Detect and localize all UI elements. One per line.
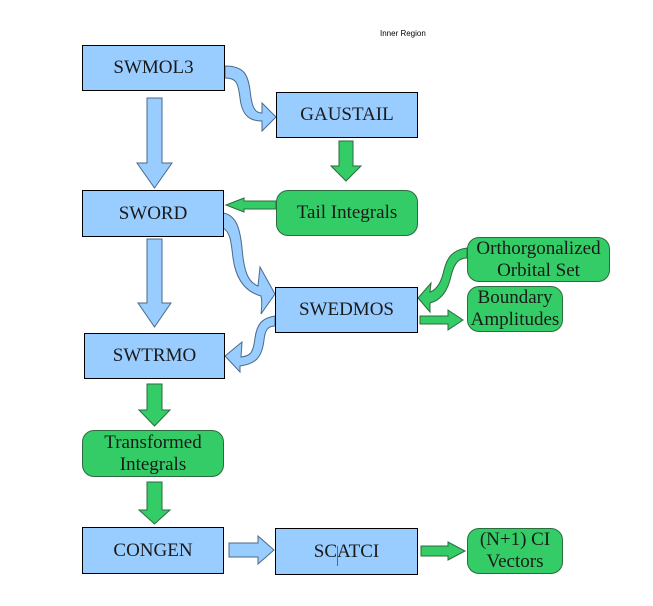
node-sword-label: SWORD [118, 202, 188, 224]
node-tail-integrals-label: Tail Integrals [296, 202, 398, 223]
node-scatci-part2: ATCI [337, 540, 380, 562]
node-congen: CONGEN [82, 527, 224, 574]
node-transformed-line2: Integrals [119, 453, 187, 475]
node-scatci-part1: SC [313, 540, 337, 562]
node-tail-integrals: Tail Integrals [276, 190, 418, 236]
text-cursor [336, 546, 338, 567]
arrow-tail-to-sword [224, 197, 277, 213]
node-transformed-integrals: Transformed Integrals [82, 430, 224, 477]
node-boundary-line2: Amplitudes [470, 309, 560, 330]
node-congen-label: CONGEN [113, 539, 193, 561]
node-scatci-label: SCATCI [313, 540, 380, 567]
node-transformed-line1: Transformed [104, 431, 202, 453]
diagram-caption: Inner Region [380, 29, 426, 38]
node-swedmos: SWEDMOS [275, 287, 418, 333]
node-sword: SWORD [82, 190, 224, 237]
node-orthogonalized-line2: Orbital Set [497, 259, 580, 281]
node-swtrmo: SWTRMO [84, 333, 225, 379]
node-ci-vectors-line1: (N+1) CI [479, 529, 551, 550]
node-orthogonalized-orbital-set: Orthorgonalized Orbital Set [467, 237, 610, 282]
node-swedmos-label: SWEDMOS [298, 299, 394, 320]
node-boundary-amplitudes: Boundary Amplitudes [467, 286, 563, 332]
arrow-scatci-to-ci-vectors [420, 541, 467, 561]
node-gaustail-label: GAUSTAIL [300, 104, 394, 125]
arrow-swedmos-to-swtrmo [224, 315, 276, 374]
node-orthogonalized-line1: Orthorgonalized [476, 237, 601, 259]
node-ci-vectors-line2: Vectors [486, 551, 544, 572]
arrow-swtrmo-to-transformed [137, 383, 172, 427]
arrow-swedmos-to-boundary [419, 309, 464, 331]
node-boundary-line1: Boundary [477, 287, 553, 308]
node-swmol3-label: SWMOL3 [113, 57, 194, 78]
arrow-sword-to-swtrmo [137, 238, 172, 328]
arrow-transformed-to-congen [137, 481, 172, 525]
arrow-gaustail-to-tail [329, 140, 363, 182]
node-ci-vectors: (N+1) CI Vectors [467, 528, 563, 574]
node-swtrmo-label: SWTRMO [112, 345, 197, 366]
arrow-congen-to-scatci [228, 534, 275, 566]
arrow-orthogonalized-to-swedmos [417, 247, 468, 314]
node-gaustail: GAUSTAIL [276, 92, 418, 138]
arrow-sword-to-swedmos [222, 212, 276, 315]
node-scatci: SCATCI [275, 528, 418, 575]
node-swmol3: SWMOL3 [82, 45, 225, 91]
arrow-swmol3-to-sword [136, 97, 173, 189]
arrow-swmol3-to-gaustail [224, 65, 277, 133]
